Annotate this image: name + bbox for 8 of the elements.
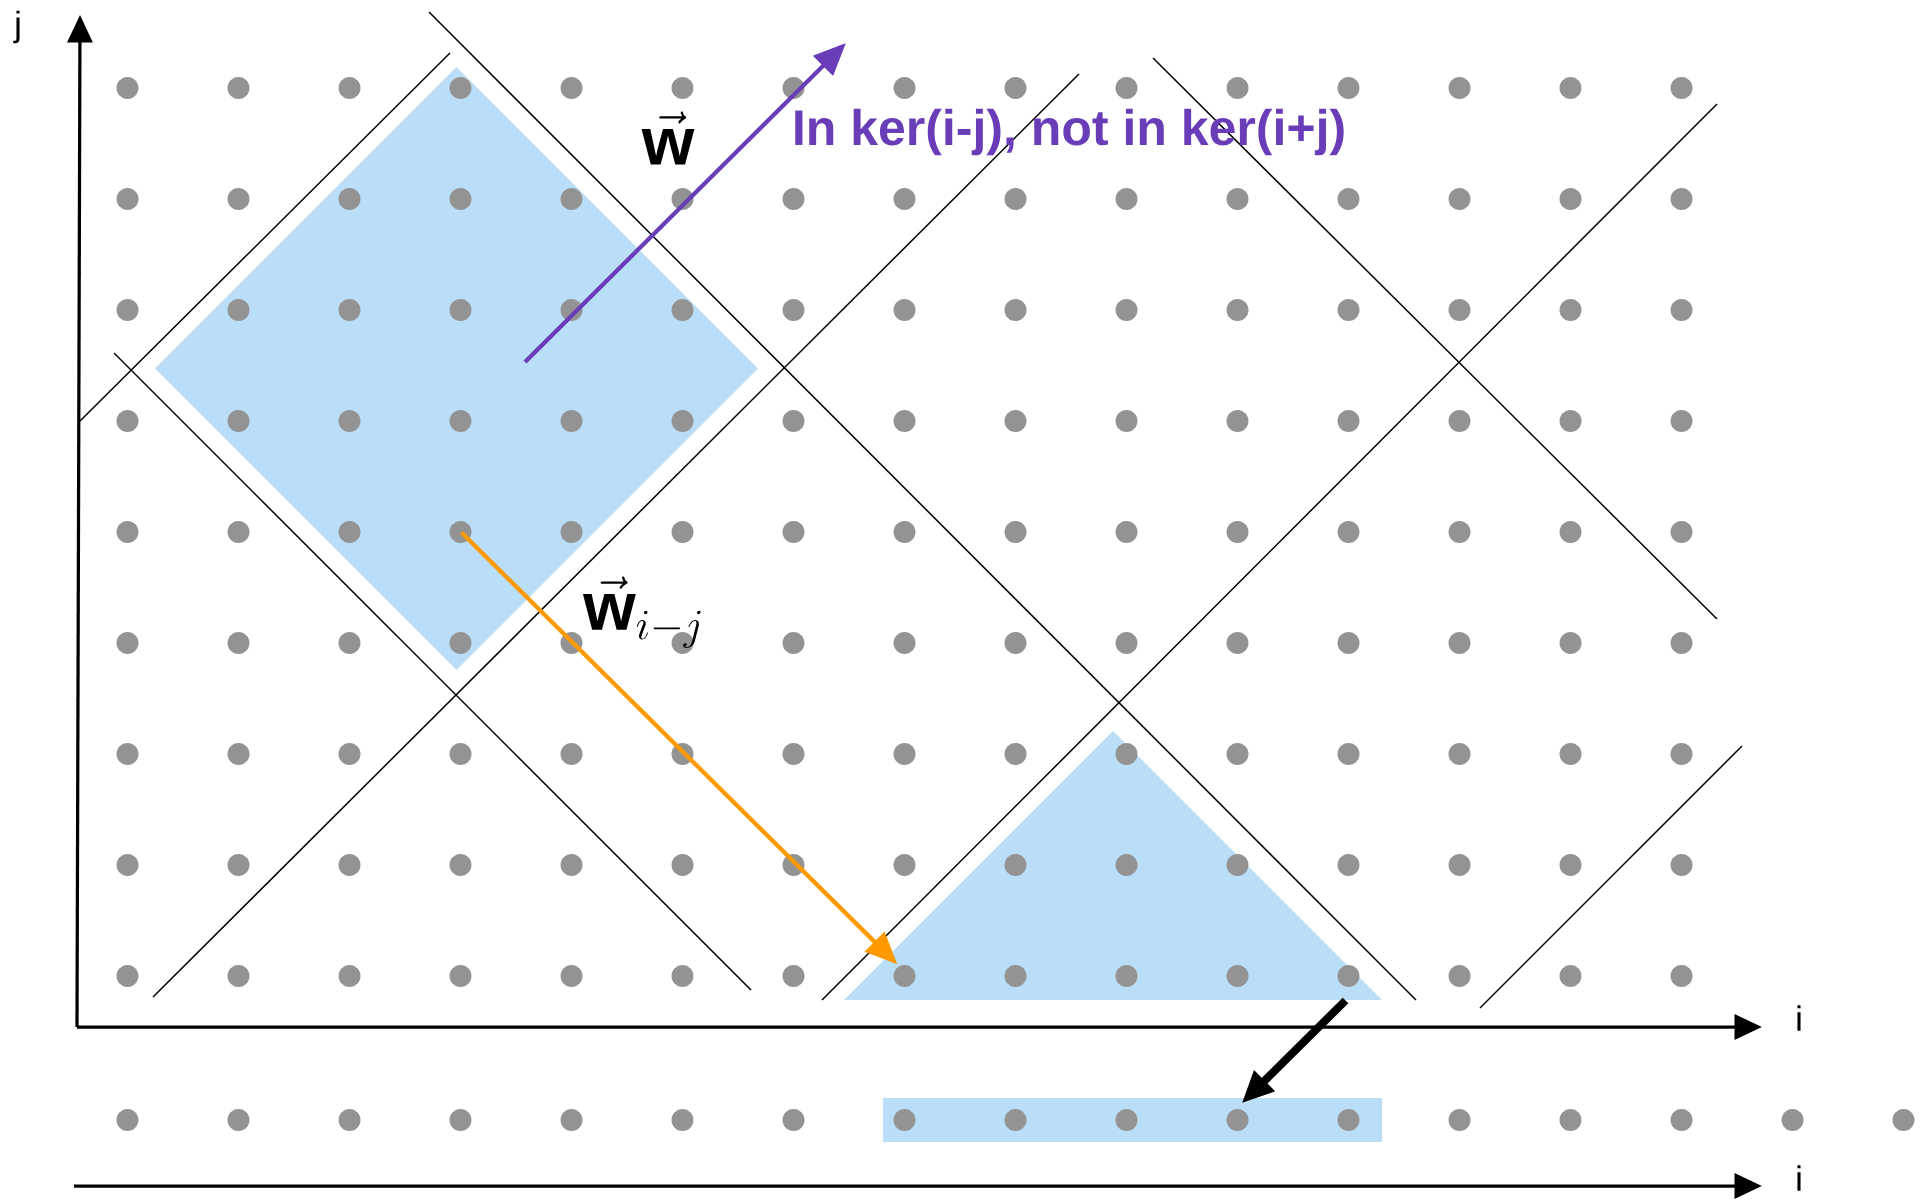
axis-label: i [1797, 1005, 1801, 1031]
shaded-bar-region [883, 1098, 1382, 1142]
shaded-triangle-region [844, 731, 1382, 1000]
shaded-diamond-region [155, 67, 758, 670]
axis-label: j [13, 10, 20, 44]
vector-label: $\vec{\mathbf{w}}_{i-j}$ [582, 576, 701, 648]
axis-label: i [1797, 1165, 1801, 1191]
vector-label: $\vec{\mathbf{w}}$ [641, 111, 695, 165]
